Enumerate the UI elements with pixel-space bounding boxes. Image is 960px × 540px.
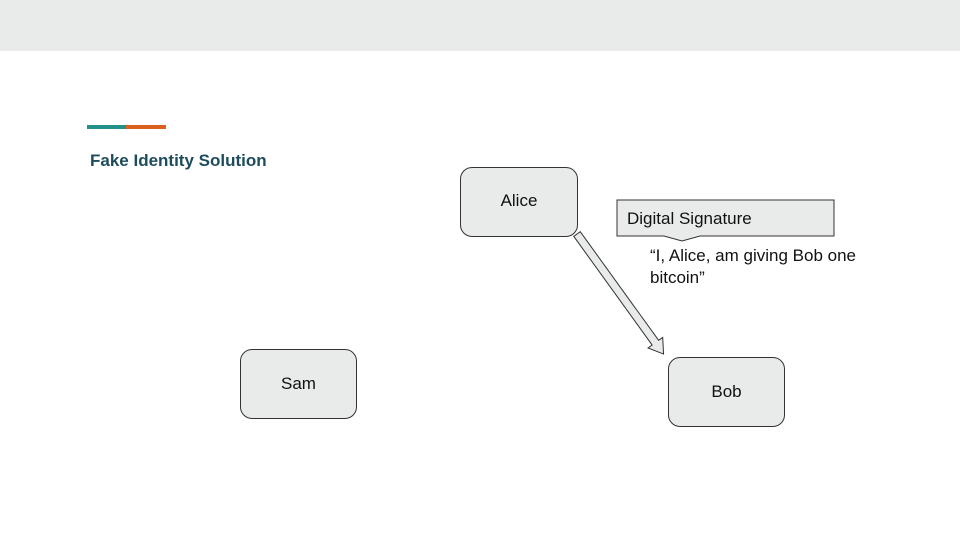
node-sam: Sam xyxy=(240,349,357,419)
header-band xyxy=(0,0,960,51)
accent-bar-orange xyxy=(126,125,166,129)
digital-signature-label: Digital Signature xyxy=(627,209,752,228)
arrow-alice-to-bob xyxy=(573,230,665,355)
node-sam-label: Sam xyxy=(281,374,316,393)
node-alice-label: Alice xyxy=(500,191,538,210)
node-bob: Bob xyxy=(668,357,785,427)
node-bob-label: Bob xyxy=(711,382,742,401)
signature-message: “I, Alice, am giving Bob one bitcoin” xyxy=(650,246,857,287)
callout-shape xyxy=(616,199,835,242)
node-alice: Alice xyxy=(460,167,578,237)
slide-title: Fake Identity Solution xyxy=(90,151,267,170)
accent-bar-teal xyxy=(87,125,126,129)
